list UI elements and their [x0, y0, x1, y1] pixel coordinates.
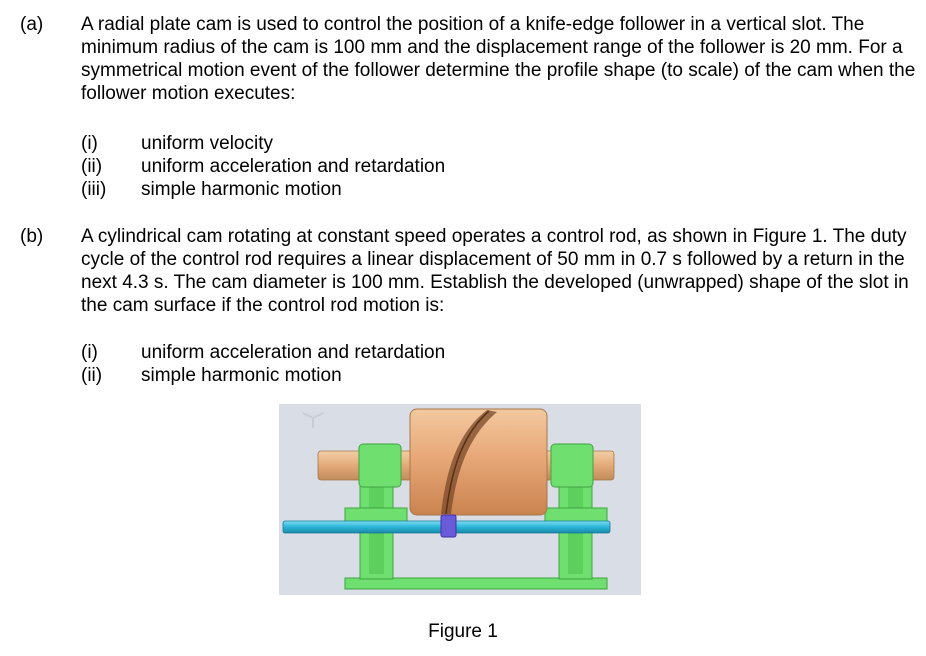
- part-b-label: (b): [20, 226, 44, 247]
- part-a-item-1-text: uniform velocity: [141, 133, 273, 154]
- part-a-question: A radial plate cam is used to control th…: [81, 14, 916, 104]
- base-plate: [344, 577, 608, 590]
- part-a-item-2-text: uniform acceleration and retardation: [141, 156, 446, 177]
- follower-block: [440, 514, 457, 538]
- right-bearing-collar: [550, 443, 594, 488]
- cylindrical-cam-figure: [279, 404, 641, 595]
- part-b-item-2-number: (ii): [81, 365, 103, 386]
- part-b-item-1-text: uniform acceleration and retardation: [141, 342, 446, 363]
- figure-caption: Figure 1: [428, 621, 498, 642]
- part-a-item-3-text: simple harmonic motion: [141, 179, 342, 200]
- part-a-item-1-number: (i): [81, 133, 98, 154]
- part-b-item-1-number: (i): [81, 342, 98, 363]
- cylindrical-cam: [409, 408, 548, 516]
- part-b-question: A cylindrical cam rotating at constant s…: [81, 226, 909, 316]
- left-bearing-collar: [358, 443, 402, 488]
- cam-slot: [441, 410, 497, 514]
- part-a-item-3-number: (iii): [81, 179, 107, 200]
- part-a-label: (a): [20, 14, 44, 35]
- part-a-item-2-number: (ii): [81, 156, 103, 177]
- axis-triad-icon: [302, 412, 324, 428]
- part-b-item-2-text: simple harmonic motion: [141, 365, 342, 386]
